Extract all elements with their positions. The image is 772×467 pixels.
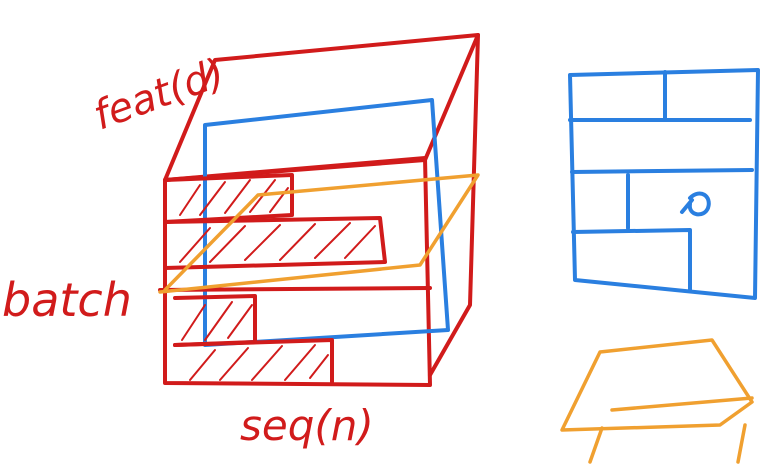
sequence-row-4 [173,338,334,384]
blue-matrix-outline [568,68,760,300]
cube-front-face [163,156,432,387]
orange-parallelogram-tail [588,426,604,464]
blue-slice-outline [203,98,450,347]
cube-right-back-edge [428,33,480,377]
sequence-row-3 [158,286,432,292]
orange-parallelogram-outline [560,338,754,432]
blue-matrix-zero-mark [687,191,711,217]
orange-parallelogram-sketch [560,338,754,464]
seq-label: seq(n) [240,401,374,450]
blue-matrix-row-2 [570,168,754,174]
batch-label: batch [2,273,132,327]
orange-batch-slice [158,173,480,294]
orange-slice-outline [158,173,480,294]
orange-parallelogram-line [610,396,754,412]
sequence-row-1 [163,173,294,224]
blue-matrix-row-3 [571,228,692,292]
tensor-cube [163,33,480,387]
blue-matrix-sketch [568,68,760,300]
blue-matrix-zero-tick [680,198,694,214]
orange-parallelogram-tail-2 [736,423,747,464]
blue-inner-slice [203,98,450,347]
sequence-row-3-box [173,294,257,347]
sequence-row-2 [163,216,387,270]
